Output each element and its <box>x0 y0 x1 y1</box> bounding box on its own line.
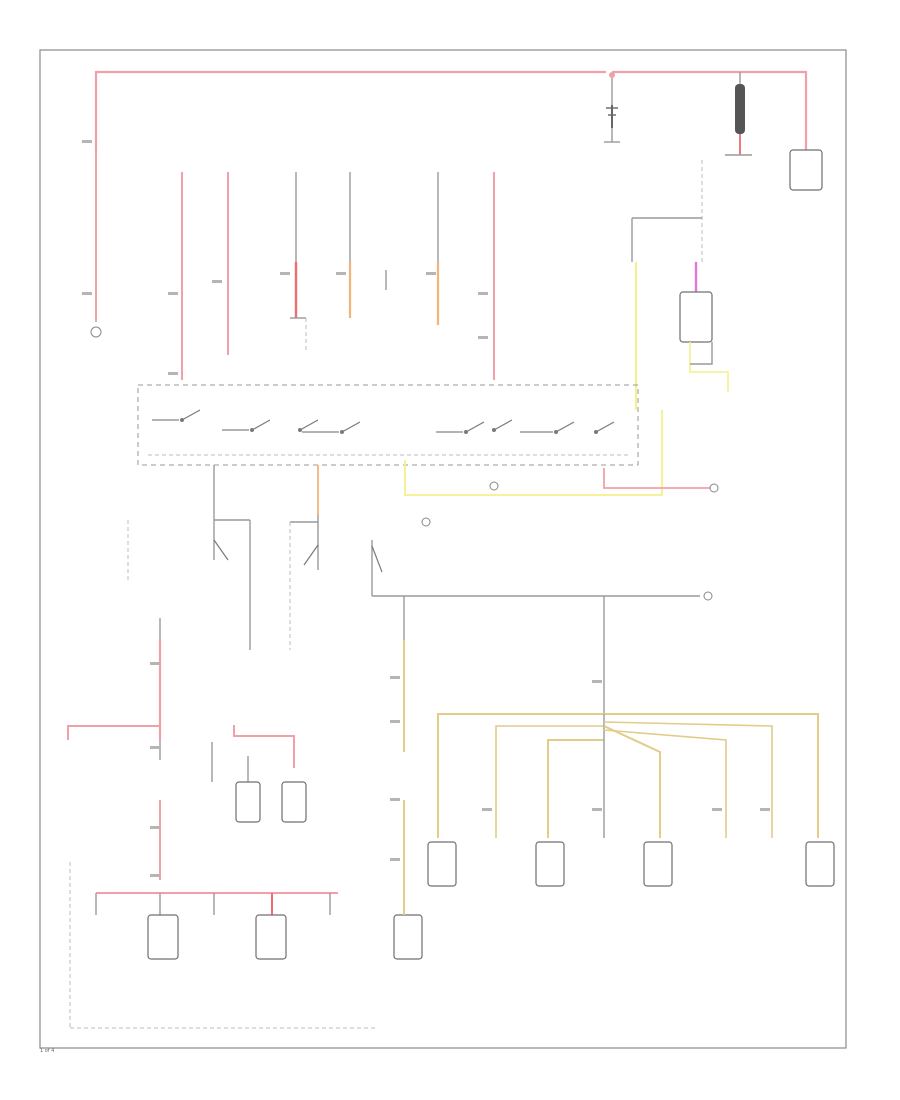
relay-switch-icon <box>148 409 630 456</box>
page-caption: 1 of 4 <box>40 1048 55 1054</box>
relay-center-box <box>137 384 639 466</box>
left-battery-drop <box>90 150 102 338</box>
ground-icon <box>421 481 719 601</box>
diagram-border <box>39 49 847 1049</box>
relay-outputs <box>127 410 710 650</box>
battery-icon <box>606 105 618 128</box>
load-module-icon <box>147 781 423 960</box>
right-lower-branch <box>403 596 819 915</box>
battery-feed-wires <box>94 70 808 152</box>
upper-fuse-drops <box>181 172 495 380</box>
connector-code-marks <box>82 140 770 877</box>
generator-output-wire <box>689 342 729 392</box>
right-load-modules <box>427 841 835 887</box>
ignition-switch-icon <box>213 539 383 573</box>
left-lower-branch <box>67 618 378 1029</box>
starter-icon <box>789 149 823 191</box>
fusible-link-icon <box>725 72 752 156</box>
generator-icon <box>679 291 713 343</box>
